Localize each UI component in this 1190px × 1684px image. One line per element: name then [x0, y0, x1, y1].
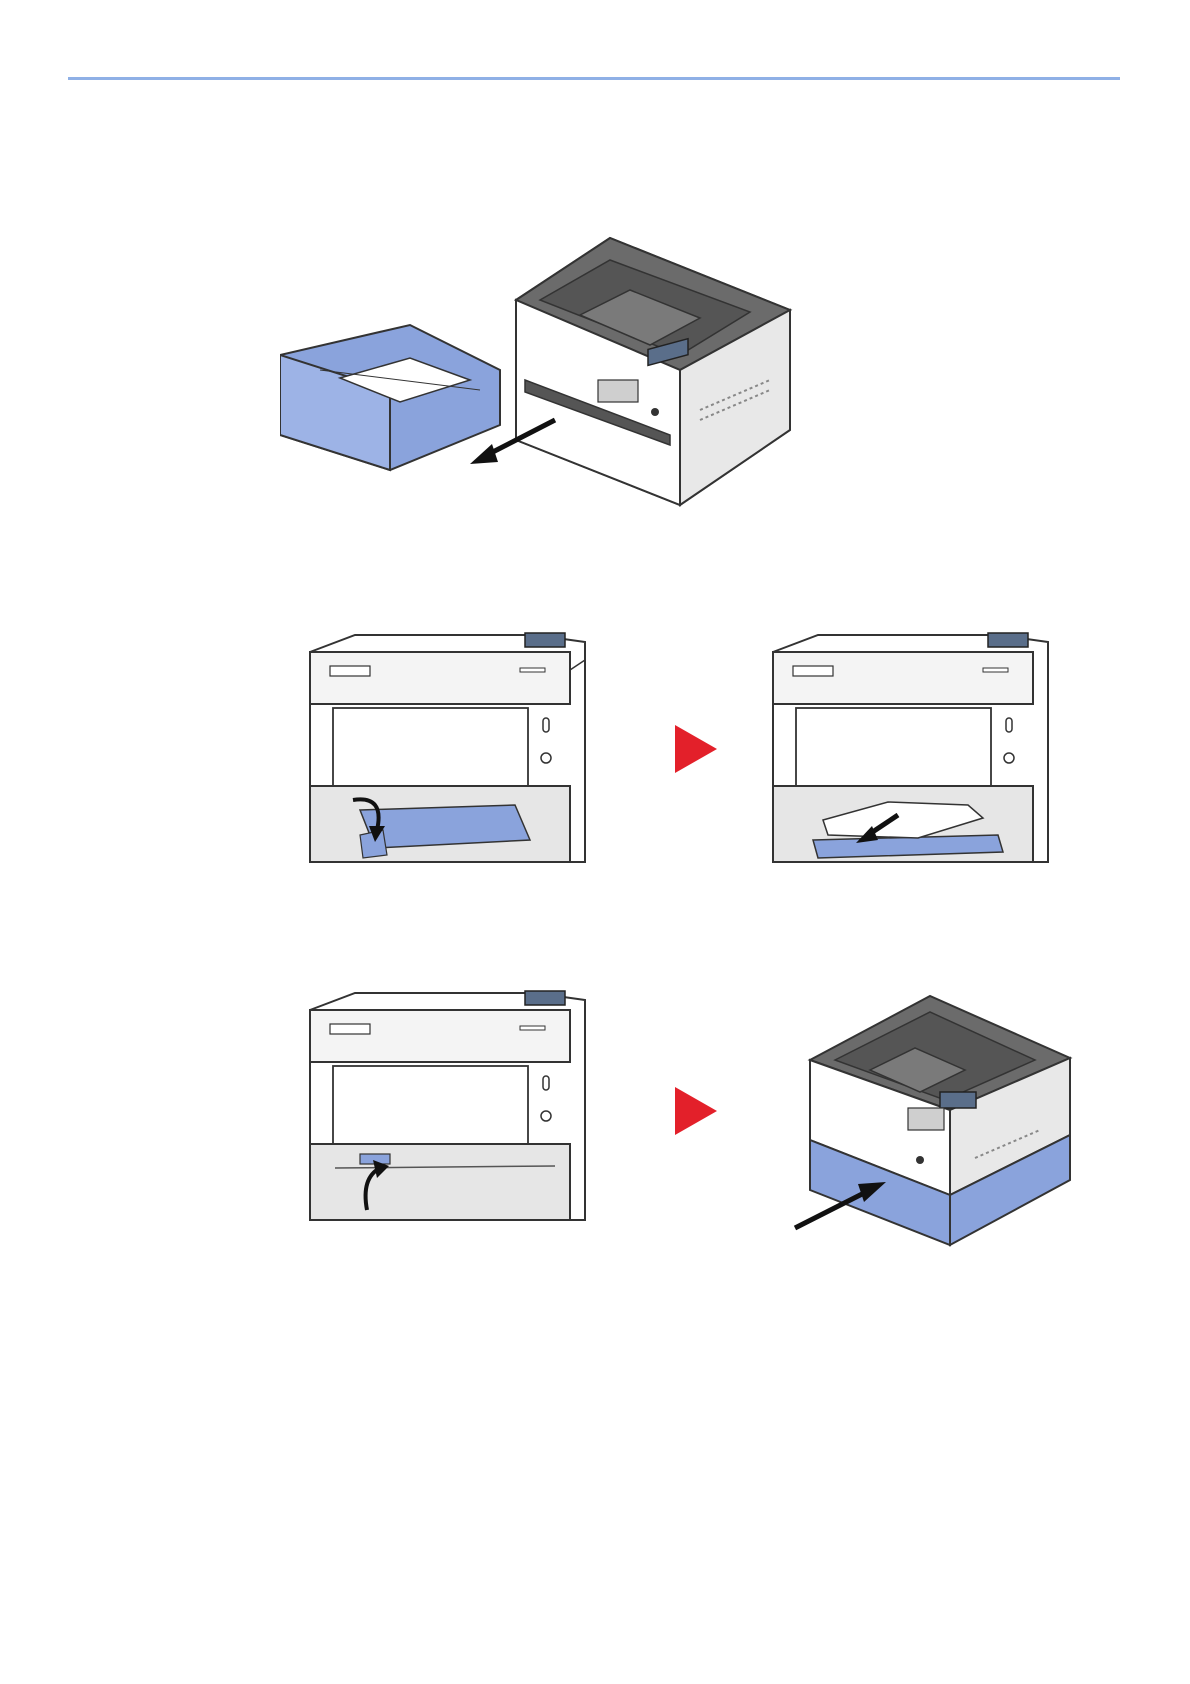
printer-front-icon: [310, 991, 585, 1220]
figure-open-rear-cover: [305, 630, 625, 880]
figure-insert-cassette: [790, 990, 1080, 1250]
printer-front-icon: [310, 633, 585, 862]
figure-remove-jammed-paper: [768, 630, 1088, 880]
printer-icon: [810, 996, 1070, 1245]
paper-cassette-icon: [280, 325, 500, 470]
header-rule: [68, 77, 1120, 80]
step-arrow-1: [675, 725, 717, 773]
printer-icon: [516, 238, 790, 505]
step-arrow-2: [675, 1087, 717, 1135]
figure-remove-cassette: [280, 230, 810, 530]
figure-close-cover: [305, 988, 625, 1238]
